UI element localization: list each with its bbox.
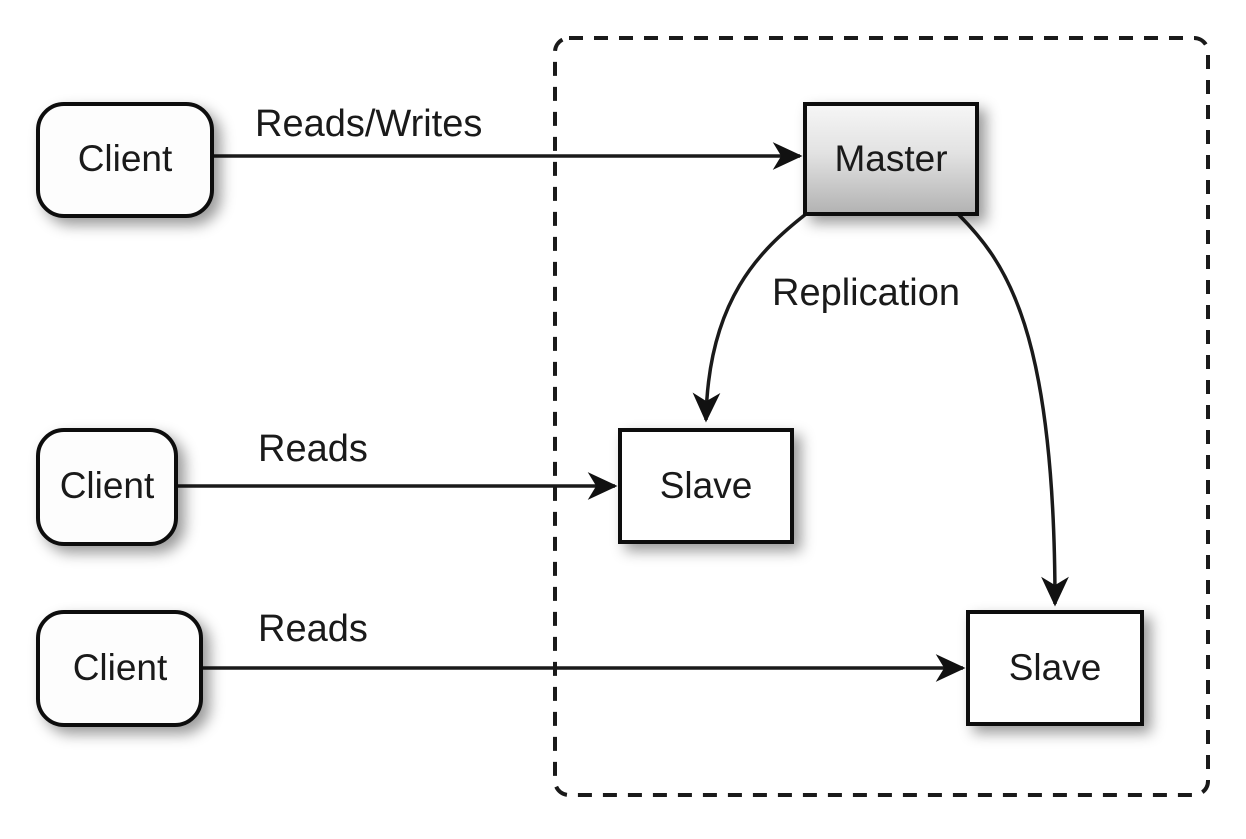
- node-client-2[interactable]: Client: [36, 428, 178, 546]
- slave-1-shape: [618, 428, 794, 544]
- master-shape: [803, 102, 979, 216]
- connector-master-to-slave1: [692, 212, 808, 423]
- slave-1-label: Slave: [660, 465, 753, 506]
- client-3-label: Client: [73, 647, 168, 688]
- client-3-shape: [36, 610, 203, 727]
- node-slave-1[interactable]: Slave: [618, 428, 794, 544]
- client-1-label: Client: [78, 138, 173, 179]
- slave-2-label: Slave: [1009, 647, 1102, 688]
- edge-label-reads-bottom: Reads: [258, 608, 368, 650]
- slave-2-shape: [966, 610, 1144, 726]
- connector-master-to-slave2: [956, 212, 1069, 607]
- client-2-label: Client: [60, 465, 155, 506]
- node-client-3[interactable]: Client: [36, 610, 203, 727]
- master-label: Master: [834, 138, 947, 179]
- node-master[interactable]: Master: [803, 102, 979, 216]
- edge-label-replication: Replication: [772, 272, 960, 314]
- node-slave-2[interactable]: Slave: [966, 610, 1144, 726]
- node-client-1[interactable]: Client: [36, 102, 214, 218]
- edge-label-reads-writes: Reads/Writes: [255, 103, 482, 145]
- database-cluster-boundary: [553, 36, 1210, 797]
- client-1-shape: [36, 102, 214, 218]
- edge-label-reads-middle: Reads: [258, 428, 368, 470]
- client-2-shape: [36, 428, 178, 546]
